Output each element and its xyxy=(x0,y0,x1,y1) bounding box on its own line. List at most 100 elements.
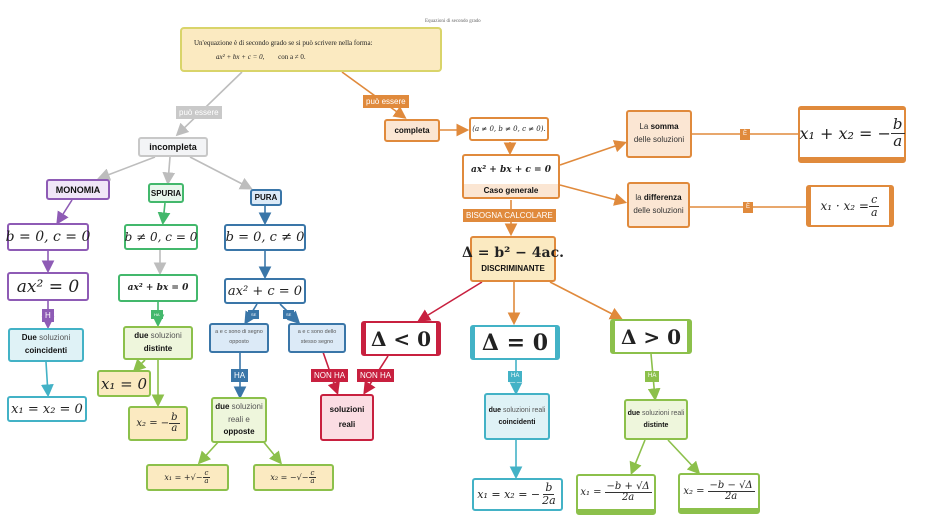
edge-res-sol1 xyxy=(197,439,221,465)
sum-pre: La xyxy=(639,122,649,132)
pura-opposite-case: a e c sono di segno opposto xyxy=(215,329,263,345)
general-case-equation: ax² + bx + c = 0 xyxy=(471,165,551,175)
monomia-equation: ax² = 0 xyxy=(16,276,80,297)
pos-solution2-den: 2a xyxy=(724,491,738,502)
pos-solution1-den: 2a xyxy=(621,492,635,503)
monomia-condition: b = 0, c = 0 xyxy=(5,229,91,245)
monomia-solution-node[interactable]: x₁ = x₂ = 0 xyxy=(7,396,87,422)
pura-node[interactable]: PURA xyxy=(250,189,282,206)
pos-result-text: soluzioni reali xyxy=(641,410,685,418)
root-condition: con a ≠ 0. xyxy=(278,52,306,61)
label-stesso-non-ha: NON HA xyxy=(311,369,349,382)
monomia-solution: x₁ = x₂ = 0 xyxy=(11,401,83,417)
sum-formula-lhs: x₁ + x₂ = − xyxy=(799,124,891,143)
zero-result-text: soluzioni reali xyxy=(502,407,546,415)
spuria-result-node[interactable]: due soluzioni distinte xyxy=(123,326,193,360)
product-bold: differenza xyxy=(643,193,682,203)
incompleta-node[interactable]: incompleta xyxy=(138,137,208,157)
zero-solution-num: b xyxy=(543,481,555,495)
delta-negative-node[interactable]: Δ < 0 xyxy=(361,321,441,356)
product-node[interactable]: la differenza delle soluzioni xyxy=(627,182,690,228)
pura-opposite-case-node[interactable]: a e c sono di segno opposto xyxy=(209,323,269,353)
label-puo-essere-incompleta: può essere xyxy=(176,106,222,119)
edge-posRes-x1 xyxy=(629,439,646,475)
monomia-condition-node[interactable]: b = 0, c = 0 xyxy=(5,223,91,251)
monomia-node[interactable]: MONOMIA xyxy=(46,179,110,200)
monomia-result-bold: Due xyxy=(21,333,37,343)
edge-disc-pos xyxy=(549,281,623,320)
delta-positive-node[interactable]: Δ > 0 xyxy=(610,319,692,354)
spuria-condition-node[interactable]: b ≠ 0, c = 0 xyxy=(124,224,198,250)
pos-solution1-lhs: x₁ = xyxy=(580,487,602,498)
spuria-equation: ax² + bx = 0 xyxy=(127,283,189,293)
monomia-result-node[interactable]: Due soluzioni coincidenti xyxy=(8,328,84,362)
pura-solution2-lhs: x₂ = −√− xyxy=(270,473,309,482)
zero-solution-den: 2a xyxy=(542,494,556,507)
product-pre: la xyxy=(635,193,642,203)
general-case-node[interactable]: ax² + bx + c = 0 Caso generale xyxy=(462,154,560,199)
spuria-equation-node[interactable]: ax² + bx = 0 xyxy=(118,274,198,302)
label-somma-e: È xyxy=(740,129,751,140)
monomia-label: MONOMIA xyxy=(55,184,101,195)
edge-monomia-sol xyxy=(41,361,54,398)
spuria-solution2-lhs: x₂ = − xyxy=(136,418,170,429)
monomia-result-bold2: coincidenti xyxy=(24,346,68,355)
pos-result-bold2: distinte xyxy=(643,421,669,429)
spuria-result-bold2: distinte xyxy=(143,344,173,353)
pura-result-node[interactable]: due soluzioni reali e opposte xyxy=(211,397,267,443)
pura-solution1-lhs: x₁ = +√− xyxy=(164,473,203,482)
spuria-solution1: x₁ = 0 xyxy=(100,374,148,393)
root-definition-text: Un'equazione è di secondo grado se si pu… xyxy=(194,38,373,47)
map-title: Equazioni di secondo grado xyxy=(425,19,481,24)
monomia-result-text: soluzioni xyxy=(39,333,71,343)
completa-node[interactable]: completa xyxy=(384,119,440,142)
edge-monomia-cond xyxy=(56,199,73,225)
pura-solution2-num: c xyxy=(308,468,317,478)
label-prodotto-e: È xyxy=(743,202,754,213)
zero-result-node[interactable]: due soluzioni reali coincidenti xyxy=(484,393,550,440)
no-real-line1: soluzioni xyxy=(329,405,365,415)
sum-post: delle soluzioni xyxy=(633,135,685,144)
delta-negative: Δ < 0 xyxy=(370,326,432,351)
no-real-line2: reali xyxy=(338,419,356,429)
completa-condition: (a ≠ 0, b ≠ 0, c ≠ 0). xyxy=(472,125,546,133)
edge-disc-neg xyxy=(417,281,483,322)
spuria-condition: b ≠ 0, c = 0 xyxy=(124,230,198,244)
label-pos-ha: HA xyxy=(645,371,660,382)
spuria-solution1-node[interactable]: x₁ = 0 xyxy=(97,370,151,397)
discriminant-node[interactable]: Δ = b² − 4ac. DISCRIMINANTE xyxy=(462,236,564,282)
pos-solution2-lhs: x₂ = xyxy=(683,486,705,497)
spuria-node[interactable]: SPURIA xyxy=(148,183,184,203)
pura-equation: ax² + c = 0 xyxy=(227,283,303,299)
monomia-equation-node[interactable]: ax² = 0 xyxy=(7,272,89,301)
pura-condition-node[interactable]: b = 0, c ≠ 0 xyxy=(224,224,306,251)
product-formula-lhs: x₁ · x₂ = xyxy=(820,199,869,213)
pura-same-case: a e c sono dello stesso segno xyxy=(297,329,337,345)
sum-formula-num: b xyxy=(890,115,905,134)
sum-node[interactable]: La somma delle soluzioni xyxy=(626,110,692,158)
sum-bold: somma xyxy=(650,122,679,132)
no-real-solutions-node[interactable]: soluzioni reali xyxy=(320,394,374,441)
root-definition-node[interactable]: Un'equazione è di secondo grado se si pu… xyxy=(180,27,442,72)
pura-same-case-node[interactable]: a e c sono dello stesso segno xyxy=(288,323,346,353)
product-post: delle soluzioni xyxy=(633,206,684,215)
pura-equation-node[interactable]: ax² + c = 0 xyxy=(224,278,306,304)
delta-zero-node[interactable]: Δ = 0 xyxy=(470,325,560,360)
spuria-result-text: soluzioni xyxy=(150,331,182,341)
pos-result-bold: due xyxy=(627,410,641,418)
label-opposto-ha: HA xyxy=(231,369,249,382)
root-formula: ax² + bx + c = 0, xyxy=(216,52,265,61)
incompleta-label: incompleta xyxy=(149,142,197,152)
completa-condition-node[interactable]: (a ≠ 0, b ≠ 0, c ≠ 0). xyxy=(469,117,549,141)
delta-zero: Δ = 0 xyxy=(481,329,549,356)
pos-solution1-num: −b + √Δ xyxy=(604,480,652,493)
pos-result-node[interactable]: due soluzioni reali distinte xyxy=(624,399,688,440)
